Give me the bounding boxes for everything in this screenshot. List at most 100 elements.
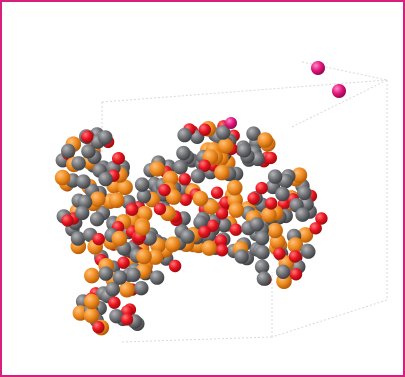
gray-atom [254, 230, 270, 246]
gray-atom [236, 143, 252, 158]
red-atom [309, 222, 322, 235]
orange-atom [54, 169, 71, 186]
red-atom [61, 214, 74, 227]
orange-atom [228, 202, 244, 218]
ion-sphere [225, 117, 237, 129]
orange-atom [149, 161, 165, 177]
gray-atom [275, 264, 291, 279]
red-atom [215, 207, 229, 220]
gray-atom [246, 126, 261, 141]
red-atom [178, 173, 191, 186]
red-atom [288, 250, 302, 263]
red-atom [81, 130, 94, 143]
orange-atom [119, 281, 135, 298]
orange-atom [136, 205, 153, 222]
red-atom [289, 268, 303, 281]
orange-atom [90, 191, 106, 207]
gray-atom [81, 144, 96, 159]
gray-atom [149, 270, 165, 285]
gray-atom [249, 217, 264, 232]
gray-atom [295, 207, 310, 222]
gray-atom [126, 267, 141, 282]
free-ions-icon [225, 61, 346, 129]
orange-atom [108, 192, 125, 209]
gray-atom [256, 271, 272, 286]
gray-atom [177, 127, 192, 143]
red-atom [264, 151, 277, 165]
red-atom [198, 225, 211, 239]
orange-atom [203, 199, 219, 215]
gray-atom [255, 245, 270, 260]
gray-atom [109, 309, 124, 324]
orange-atom [165, 236, 181, 253]
red-atom [117, 256, 130, 269]
orange-atom [226, 179, 243, 196]
gray-atom [134, 177, 150, 192]
red-atom [198, 123, 211, 136]
gray-atom [173, 160, 188, 175]
red-atom [168, 259, 182, 273]
gray-atom [98, 266, 114, 281]
red-atom [158, 183, 171, 197]
orange-atom [287, 237, 304, 253]
orange-atom [84, 267, 100, 284]
orange-atom [297, 227, 314, 243]
gray-atom [234, 249, 249, 264]
gray-atom [112, 270, 128, 285]
red-atom [120, 313, 134, 326]
orange-atom [291, 167, 308, 183]
orange-atom [217, 138, 234, 154]
gray-atom [217, 217, 232, 233]
red-atom [315, 212, 328, 225]
gray-atom [98, 130, 113, 145]
orange-atom [83, 307, 100, 324]
gray-atom [176, 145, 191, 161]
red-atom [214, 234, 228, 247]
orange-atom [261, 207, 277, 223]
red-atom [255, 181, 268, 195]
red-atom [215, 244, 229, 257]
gray-atom [105, 282, 120, 297]
orange-atom [147, 249, 164, 265]
gray-atom [216, 125, 231, 140]
orange-atom [267, 222, 283, 239]
gray-atom [190, 168, 206, 184]
gray-atom [275, 186, 290, 202]
orange-atom [117, 179, 133, 196]
red-atom [198, 159, 211, 172]
gray-atom [180, 229, 195, 244]
red-atom [153, 202, 167, 216]
gray-atom [76, 174, 91, 189]
ion-sphere [311, 61, 325, 75]
orange-atom [162, 170, 179, 187]
red-atom [179, 193, 192, 206]
red-atom [92, 232, 105, 246]
orange-atom [192, 190, 209, 207]
gray-atom [254, 259, 270, 274]
red-atom [229, 223, 243, 236]
red-atom [125, 203, 139, 216]
red-atom [108, 296, 121, 309]
orange-atom [84, 293, 100, 310]
gray-atom [89, 212, 105, 227]
gray-atom [301, 244, 316, 259]
red-atom [210, 186, 224, 199]
simulation-box-outline [101, 61, 388, 343]
gray-atom [267, 169, 283, 184]
orange-atom [136, 248, 152, 265]
orange-atom [201, 240, 217, 256]
orange-atom [111, 230, 128, 247]
gray-atom [136, 188, 152, 204]
gray-atom [75, 205, 90, 221]
gray-atom [98, 171, 113, 187]
orange-atom [134, 220, 151, 236]
orange-atom [257, 132, 273, 148]
red-atom [112, 152, 125, 165]
gray-atom [134, 281, 149, 296]
red-atom [247, 192, 260, 205]
red-atom [265, 197, 278, 210]
gray-atom [60, 143, 76, 159]
gray-atom [71, 156, 86, 171]
gray-atom [297, 185, 312, 201]
